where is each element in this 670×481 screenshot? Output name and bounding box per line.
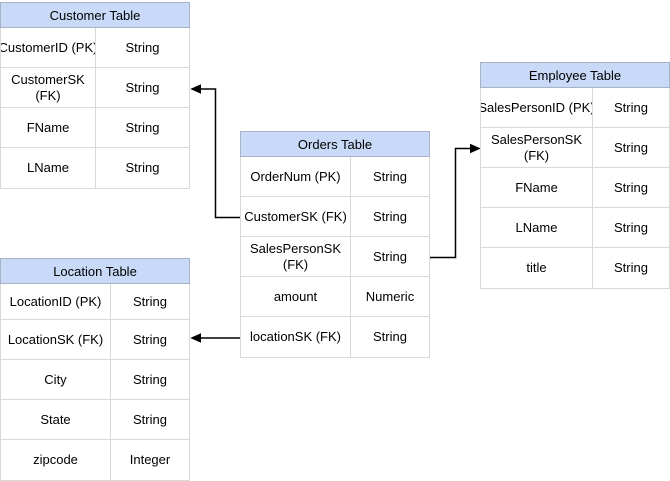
table-row: LocationID (PK) String <box>1 284 189 320</box>
table-row: CustomerSK (FK) String <box>1 68 189 108</box>
table-location-header: Location Table <box>0 258 190 284</box>
field-type: String <box>125 119 160 135</box>
table-row: OrderNum (PK) String <box>241 157 429 197</box>
table-row: LName String <box>1 148 189 188</box>
field-name: LName <box>481 208 593 247</box>
table-row: City String <box>1 360 189 400</box>
field-type: String <box>373 168 407 184</box>
field-name: State <box>1 400 111 439</box>
field-type: String <box>614 260 648 275</box>
table-row: FName String <box>481 168 669 208</box>
field-name: LocationID (PK) <box>1 284 111 319</box>
field-type: String <box>133 371 167 387</box>
field-type: String <box>373 208 407 224</box>
table-employee-header: Employee Table <box>480 62 670 88</box>
table-row: State String <box>1 400 189 440</box>
field-name: locationSK (FK) <box>241 317 351 357</box>
table-row: locationSK (FK) String <box>241 317 429 357</box>
table-row: SalesPersonID (PK) String <box>481 88 669 128</box>
field-type: String <box>614 99 648 115</box>
field-type: String <box>614 219 648 235</box>
table-row: SalesPersonSK (FK) String <box>481 128 669 168</box>
field-type: String <box>125 39 160 55</box>
field-type: String <box>133 331 167 347</box>
table-customer-header: Customer Table <box>0 2 190 28</box>
arrowhead-icon <box>470 143 481 154</box>
field-name: title <box>481 248 593 288</box>
field-type: String <box>614 139 648 155</box>
table-row: CustomerID (PK) String <box>1 28 189 68</box>
field-name: SalesPersonID (PK) <box>481 88 593 127</box>
field-name: CustomerID (PK) <box>1 28 96 67</box>
field-type: String <box>133 411 167 427</box>
field-type: String <box>614 179 648 195</box>
connector-orders-to-customer[interactable] <box>190 84 241 219</box>
field-type: String <box>133 293 167 309</box>
table-row: FName String <box>1 108 189 148</box>
field-name: zipcode <box>1 440 111 480</box>
field-type: Integer <box>129 452 171 467</box>
field-type: String <box>125 160 160 175</box>
field-name: FName <box>481 168 593 207</box>
field-name: City <box>1 360 111 399</box>
field-name: LocationSK (FK) <box>1 320 111 359</box>
connector-orders-to-employee[interactable] <box>430 143 481 259</box>
table-row: LName String <box>481 208 669 248</box>
table-row: LocationSK (FK) String <box>1 320 189 360</box>
table-row: title String <box>481 248 669 288</box>
field-type: String <box>373 329 407 344</box>
arrowhead-icon <box>190 333 201 343</box>
field-type: String <box>373 248 407 264</box>
table-row: amount Numeric <box>241 277 429 317</box>
table-orders-header: Orders Table <box>240 131 430 157</box>
field-name: SalesPersonSK (FK) <box>481 128 593 167</box>
field-name: CustomerSK (FK) <box>1 68 96 107</box>
connector-orders-to-location[interactable] <box>190 333 241 343</box>
field-name: CustomerSK (FK) <box>241 197 351 236</box>
field-type: Numeric <box>365 288 415 304</box>
field-name: LName <box>1 148 96 188</box>
table-row: zipcode Integer <box>1 440 189 480</box>
field-name: OrderNum (PK) <box>241 157 351 196</box>
field-name: amount <box>241 277 351 316</box>
field-name: FName <box>1 108 96 147</box>
table-row: SalesPersonSK (FK) String <box>241 237 429 277</box>
field-name: SalesPersonSK (FK) <box>241 237 351 276</box>
field-type: String <box>125 79 160 95</box>
arrowhead-icon <box>190 84 201 94</box>
table-row: CustomerSK (FK) String <box>241 197 429 237</box>
